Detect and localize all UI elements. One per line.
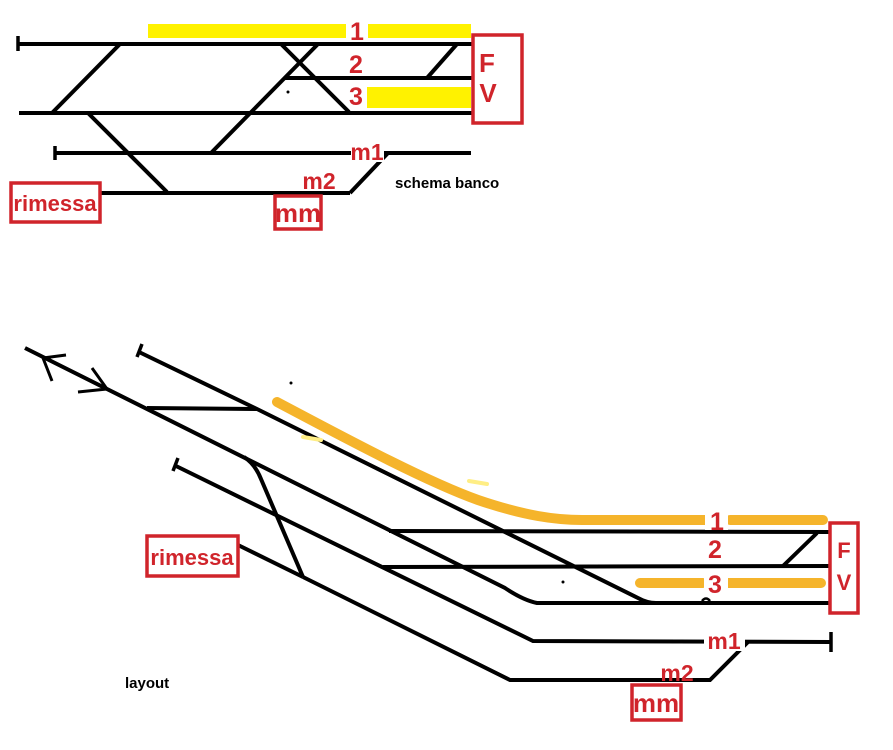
- track1-line: [388, 529, 831, 534]
- mm-box-frame: [273, 194, 323, 231]
- rimessa-box: rimessa: [9, 181, 102, 224]
- mm-label: mm: [275, 198, 321, 228]
- m1-line: [175, 464, 831, 644]
- track1-approach-diagonal: [138, 350, 657, 605]
- m2-label: m2: [660, 660, 693, 686]
- pale-yellow-dash: [301, 435, 323, 442]
- schema-banco-caption: schema banco: [395, 175, 499, 192]
- rimessa-box: rimessa: [145, 534, 240, 578]
- m2-line: [302, 575, 750, 682]
- track1-label: 1: [350, 18, 364, 46]
- left-crossover: [50, 42, 122, 115]
- track1-label-backing: [705, 509, 728, 530]
- fv-box-frame: [828, 521, 860, 615]
- mm-box: mm: [630, 683, 683, 722]
- track3-to-m2-switch: [86, 111, 169, 194]
- m1-label-backing: [351, 142, 384, 162]
- fv-box-frame: [471, 33, 524, 125]
- track3-label: 3: [349, 83, 363, 111]
- rimessa-line: [237, 543, 304, 579]
- stray-dot: [561, 580, 565, 584]
- fv-box: F V: [471, 33, 524, 125]
- mid-crossover-down: [279, 42, 351, 114]
- fv-label-v: V: [837, 570, 852, 595]
- mid-crossover-up: [209, 42, 320, 155]
- track1-approach-end-tick: [135, 343, 144, 358]
- track2-label: 2: [349, 51, 363, 79]
- track1-label-backing: [346, 21, 368, 41]
- track3-label: 3: [708, 571, 722, 599]
- track1-orange-highlight-curve: [272, 397, 712, 525]
- mm-label: mm: [633, 688, 679, 718]
- rimessa-box-frame: [9, 181, 102, 224]
- fv-label-v: V: [479, 78, 497, 108]
- mm-box: mm: [273, 194, 323, 231]
- fv-label-f: F: [837, 538, 850, 563]
- mainline-to-depot-switch: [242, 455, 305, 578]
- track1-label: 1: [710, 508, 724, 536]
- rimessa-box-frame: [145, 534, 240, 578]
- mm-box-frame: [630, 683, 683, 722]
- track2-to-track1-crossover: [781, 531, 819, 568]
- mainline-branch-link: [146, 406, 258, 411]
- pale-yellow-dash: [467, 479, 489, 486]
- right-crossover: [425, 42, 459, 80]
- m1-label-backing: [704, 630, 745, 651]
- fv-box: F V: [828, 521, 860, 615]
- track1-yellow-highlight: [148, 24, 471, 38]
- m2-label: m2: [302, 168, 335, 194]
- schema-banco-diagram: 1 2 3 m1 m2 F V rimessa mm schema banco: [9, 18, 524, 231]
- arrow-up-left: [41, 353, 67, 382]
- rimessa-label: rimessa: [150, 545, 234, 570]
- track2-label: 2: [708, 536, 722, 564]
- m1-label: m1: [350, 139, 383, 165]
- stray-dot: [286, 90, 290, 94]
- main-line: [24, 346, 830, 605]
- m1-approach-end-tick: [171, 457, 180, 472]
- stray-mark: [701, 597, 711, 602]
- track3-yellow-highlight: [367, 87, 471, 108]
- rimessa-label: rimessa: [13, 191, 97, 216]
- fv-label-f: F: [479, 48, 495, 78]
- arrow-down-right: [77, 367, 109, 394]
- layout-diagram: 1 2 3 m1 m2 F V rimessa mm layout: [24, 343, 860, 722]
- track3-label-backing: [704, 572, 728, 593]
- stray-dot: [289, 381, 293, 385]
- track2-line: [382, 564, 831, 569]
- layout-caption: layout: [125, 675, 169, 692]
- m1-label: m1: [707, 628, 740, 654]
